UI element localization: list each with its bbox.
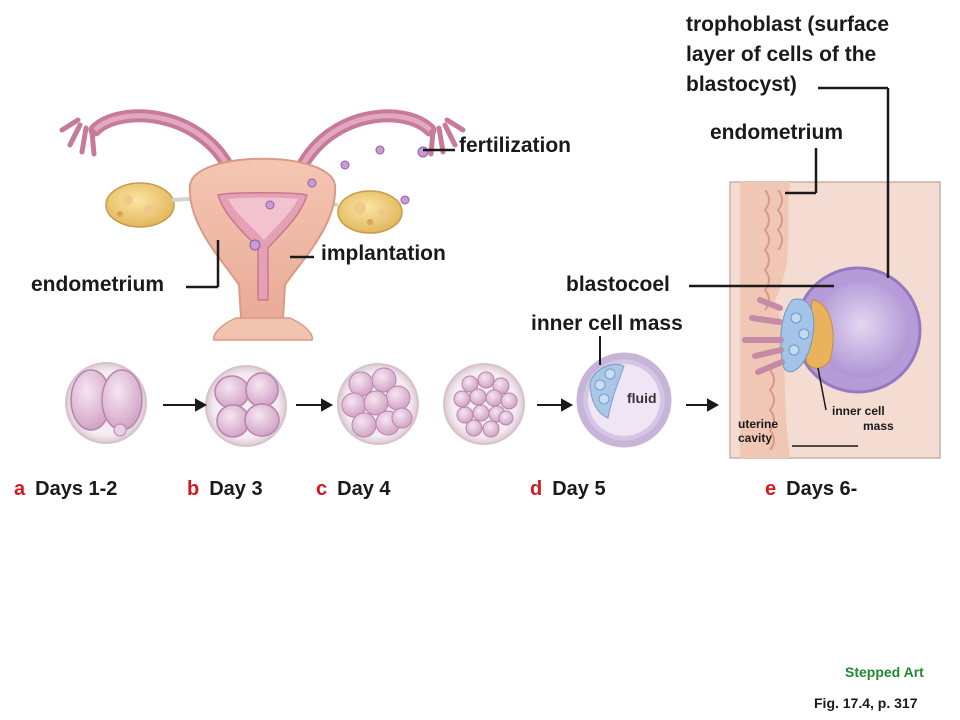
stage-caption-c: c Day 4 — [316, 478, 391, 501]
uterus-illustration — [59, 109, 466, 341]
stage-arrows — [163, 398, 720, 412]
stage-name: Day 3 — [209, 478, 263, 500]
label-endometrium-right: endometrium — [710, 121, 844, 144]
stage-caption-a: a Days 1-2 — [14, 478, 117, 501]
stage-name: Days 1-2 — [35, 478, 118, 500]
label-fluid: fluid — [627, 390, 657, 406]
morula-embryo — [443, 363, 525, 445]
stage-letter: d — [530, 478, 543, 500]
label-inner-cell-mass-small-2: mass — [863, 419, 894, 433]
stage-name: Day 5 — [552, 478, 606, 500]
implantation-panel — [729, 181, 941, 459]
label-endometrium-left: endometrium — [31, 273, 165, 296]
label-inner-cell-mass: inner cell mass — [531, 312, 683, 335]
stage-c-embryo — [337, 363, 419, 445]
label-uterine-cavity-1: uterine — [738, 417, 779, 431]
stage-caption-b: b Day 3 — [187, 478, 263, 501]
stage-b-embryo — [205, 365, 287, 447]
label-trophoblast-1: trophoblast (surface — [686, 13, 890, 36]
label-inner-cell-mass-small-1: inner cell — [832, 404, 885, 418]
stage-letter: a — [14, 478, 26, 500]
stage-caption-d: d Day 5 — [530, 478, 606, 501]
stage-letter: e — [765, 478, 777, 500]
stage-caption-e: e Days 6- — [765, 478, 857, 501]
label-uterine-cavity-2: cavity — [738, 431, 773, 445]
label-fertilization: fertilization — [459, 134, 572, 157]
stepped-art-label: Stepped Art — [845, 664, 924, 680]
stage-letter: c — [316, 478, 328, 500]
figure-reference: Fig. 17.4, p. 317 — [814, 695, 918, 711]
label-trophoblast-3: blastocyst) — [686, 73, 797, 96]
label-implantation: implantation — [321, 242, 446, 265]
stage-d-blastocyst — [576, 352, 672, 448]
label-trophoblast-2: layer of cells of the — [686, 43, 877, 66]
stage-a-embryo — [65, 362, 147, 444]
label-blastocoel: blastocoel — [566, 273, 670, 296]
stage-name: Day 4 — [337, 478, 391, 500]
stage-name: Days 6- — [786, 478, 858, 500]
stage-letter: b — [187, 478, 200, 500]
